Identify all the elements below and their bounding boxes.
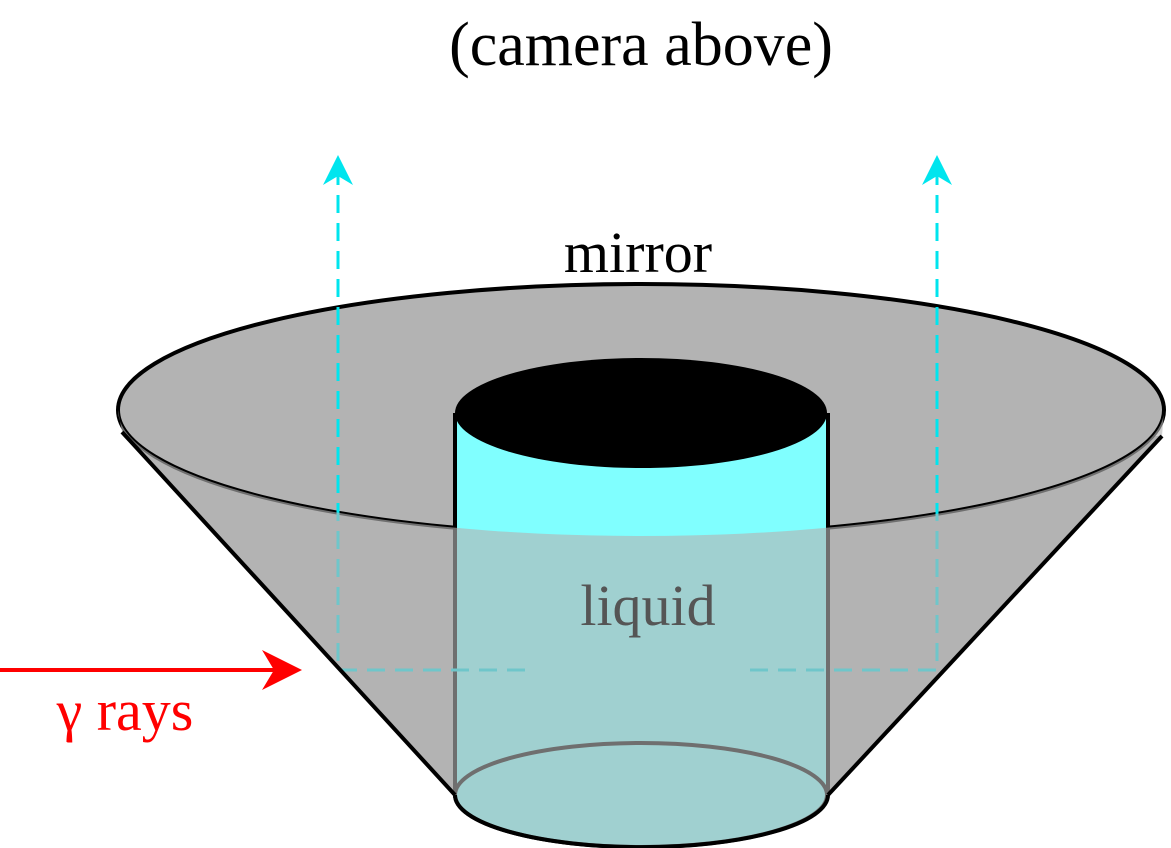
liquid-bottom-front-edge <box>453 794 830 848</box>
cone-left-edge <box>120 430 457 797</box>
gamma-rays-label: γ rays <box>56 678 194 743</box>
diagram-title: (camera above) <box>449 11 833 79</box>
cone-right-edge <box>826 434 1164 797</box>
liquid-top <box>455 358 827 468</box>
liquid-label: liquid <box>580 573 715 638</box>
mirror-cone-front <box>118 410 1164 848</box>
mirror-label: mirror <box>564 220 712 285</box>
